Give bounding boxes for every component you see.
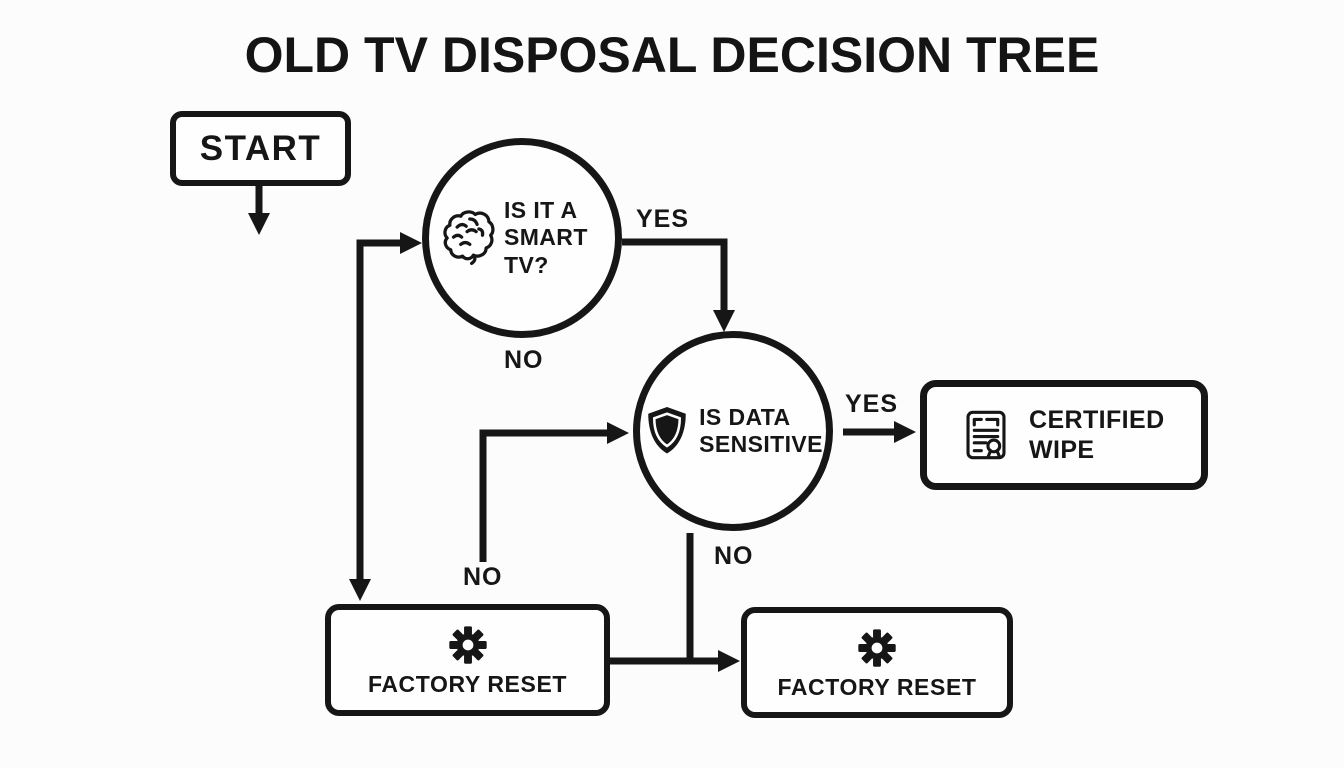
node-is-data-sensitive: IS DATA SENSITIVE [633,331,833,531]
page-title: OLD TV DISPOSAL DECISION TREE [244,27,1100,83]
node-is-it-a-smart-tv: IS IT A SMART TV? [422,138,622,338]
node-factory-reset-right: FACTORY RESET [741,607,1013,718]
edge-label-smart-tv-yes: YES [636,205,690,233]
certified-wipe-line2: WIPE [1029,436,1095,464]
edge-label-data-sensitive-yes: YES [845,390,899,418]
data-sensitive-question-line2: SENSITIVE [699,431,823,457]
start-label: START [199,128,322,168]
factory-reset-left-label: FACTORY RESET [367,671,568,697]
certificate-icon [961,405,1011,465]
node-certified-wipe: CERTIFIED WIPE [920,380,1208,490]
data-sensitive-question-text: IS DATA SENSITIVE [699,404,823,458]
shield-icon [643,403,691,459]
factory-reset-right-label: FACTORY RESET [777,673,977,700]
smart-tv-question-line2: SMART TV? [504,224,588,278]
smart-tv-question-text: IS IT A SMART TV? [504,197,605,278]
node-start: START [170,111,351,186]
edge-label-branch-no: NO [463,563,503,591]
gear-icon [445,622,491,668]
brain-icon [439,207,497,269]
edge-no-branch-to-data-sensitive [479,422,629,562]
node-factory-reset-left: FACTORY RESET [325,604,610,716]
smart-tv-question-line1: IS IT A [504,197,578,224]
edge-label-data-sensitive-no: NO [714,542,754,570]
edge-label-smart-tv-no: NO [504,346,544,374]
certified-wipe-text: CERTIFIED WIPE [1029,405,1165,465]
gear-icon [854,625,900,671]
data-sensitive-question-line1: IS DATA [699,403,791,430]
edge-smart-tv-yes-to-data-sensitive [622,238,735,332]
certified-wipe-line1: CERTIFIED [1029,406,1165,434]
